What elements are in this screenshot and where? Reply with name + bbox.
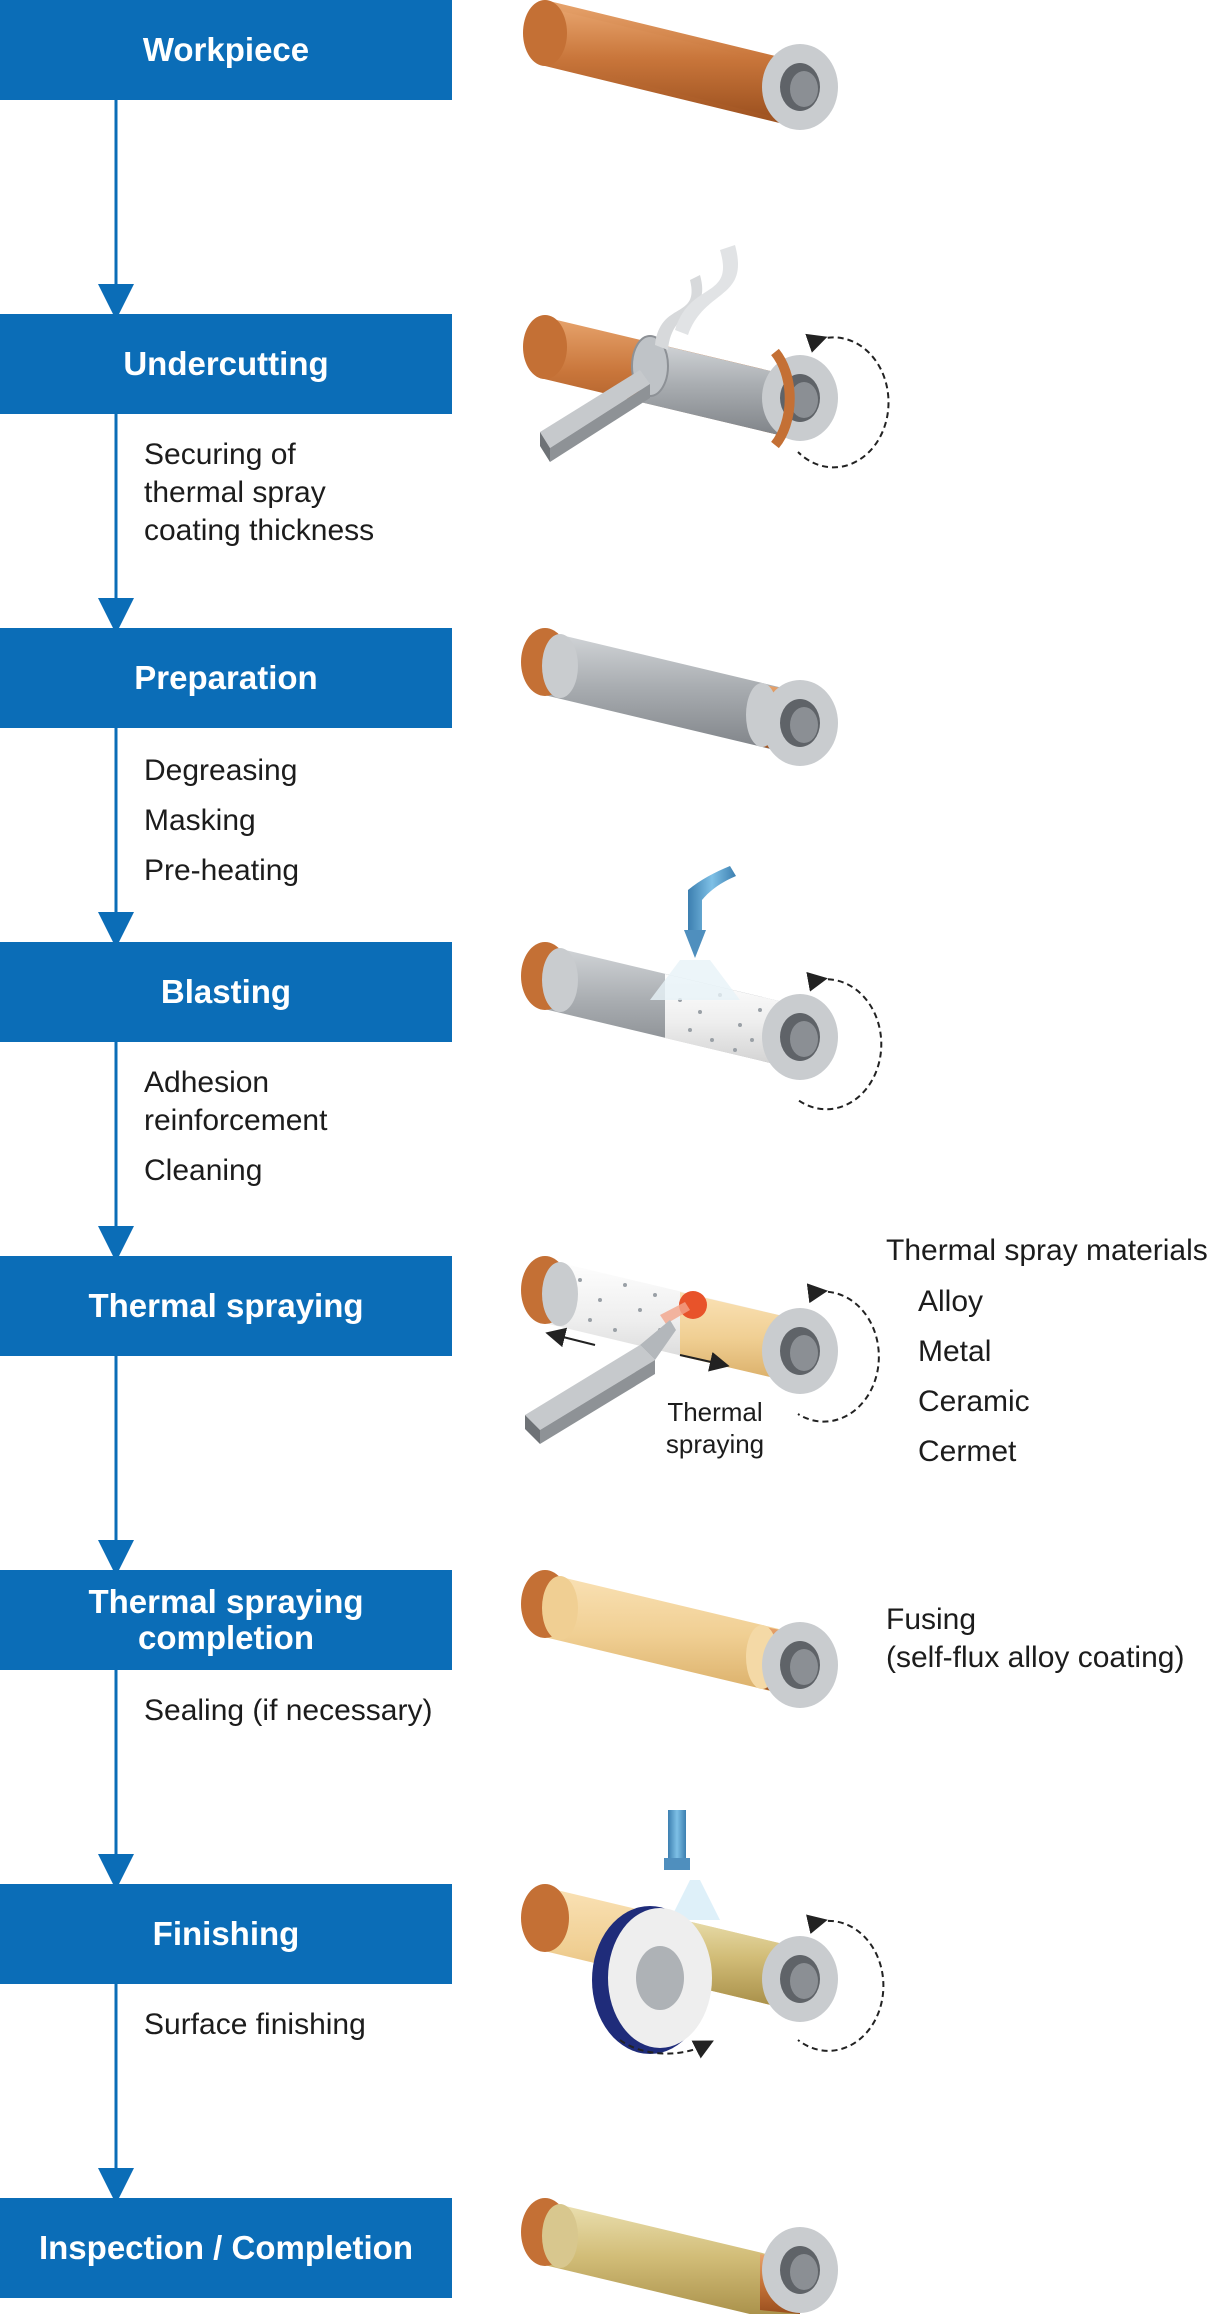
material-item: Alloy (918, 1285, 984, 1318)
material-item: Metal (918, 1335, 992, 1368)
note-item: Cleaning (144, 1154, 263, 1187)
note-item: Securing of thermal spray coating thickn… (144, 438, 375, 547)
step-inspection-completion: Inspection / Completion (0, 2198, 452, 2298)
undercutting-illustration (523, 245, 890, 469)
note-item: Pre-heating (144, 854, 300, 887)
spraying-completion-notes: Sealing (if necessary) (144, 1692, 432, 1742)
materials-list: Alloy Metal Ceramic Cermet (918, 1277, 1030, 1477)
note-item: Sealing (if necessary) (144, 1694, 433, 1727)
materials-heading: Thermal spray materials (886, 1234, 1208, 1267)
material-item: Ceramic (918, 1385, 1030, 1418)
blasting-notes: Adhesion reinforcement Cleaning (144, 1064, 327, 1202)
blasting-illustration (521, 866, 883, 1111)
inspection-pipe-illustration (521, 2198, 838, 2314)
finishing-notes: Surface finishing (144, 2006, 366, 2056)
step-undercutting: Undercutting (0, 314, 452, 414)
workpiece-pipe-illustration (523, 0, 838, 130)
thermal-spraying-illustration (521, 1256, 880, 1444)
step-workpiece: Workpiece (0, 0, 452, 100)
undercutting-notes: Securing of thermal spray coating thickn… (144, 436, 374, 562)
step-thermal-spraying: Thermal spraying (0, 1256, 452, 1356)
step-finishing: Finishing (0, 1884, 452, 1984)
preparation-notes: Degreasing Masking Pre-heating (144, 752, 299, 902)
spraying-completion-illustration (521, 1570, 838, 1708)
thermal-spraying-label: Thermal spraying (665, 1397, 765, 1459)
note-item: Masking (144, 804, 256, 837)
preparation-illustration (521, 628, 838, 766)
step-preparation: Preparation (0, 628, 452, 728)
material-item: Cermet (918, 1435, 1017, 1468)
fusing-note: Fusing (self-flux alloy coating) (886, 1603, 1185, 1674)
note-item: Surface finishing (144, 2008, 366, 2041)
step-thermal-spraying-completion: Thermal spraying completion (0, 1570, 452, 1670)
note-item: Degreasing (144, 754, 298, 787)
note-item: Adhesion reinforcement (144, 1066, 328, 1137)
step-blasting: Blasting (0, 942, 452, 1042)
finishing-illustration (521, 1810, 885, 2059)
